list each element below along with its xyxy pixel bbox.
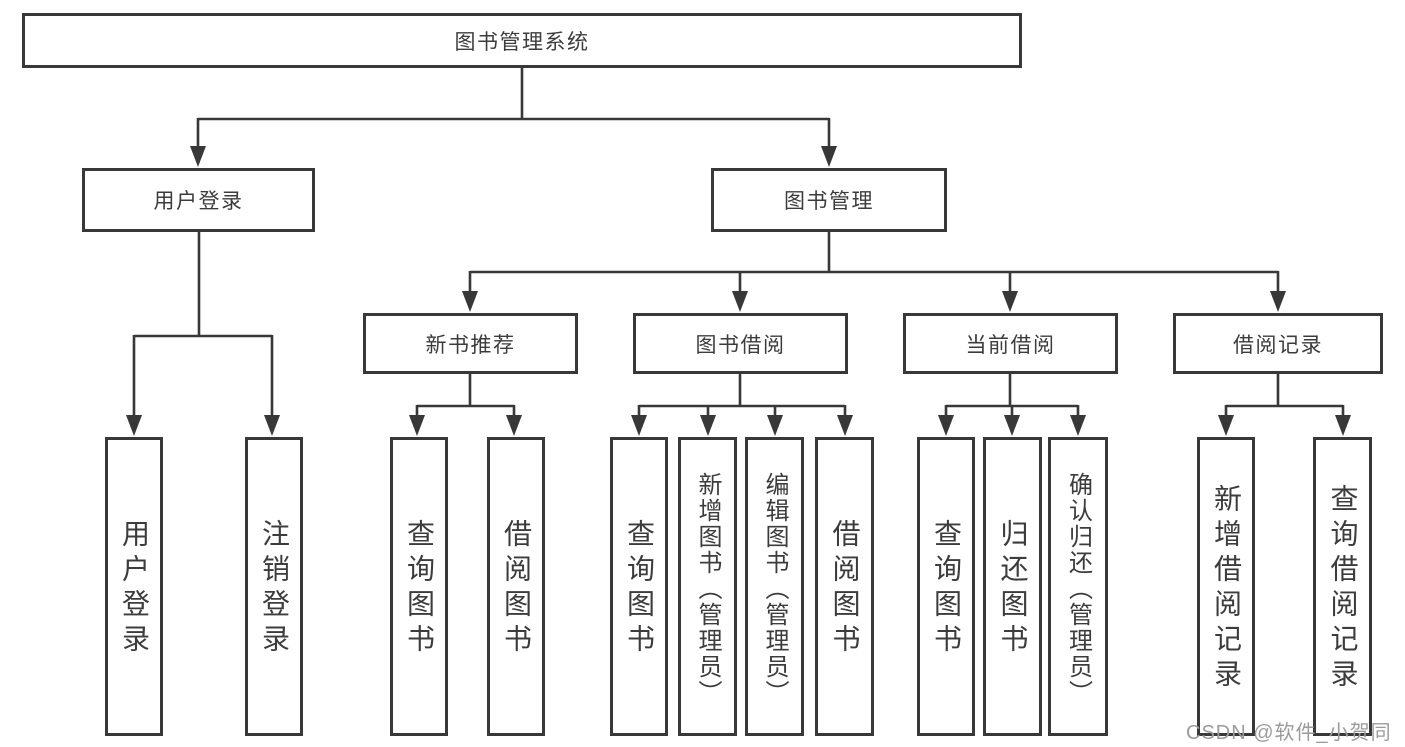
- node-user-login: 用户登录: [82, 168, 315, 232]
- node-library-system: 图书管理系统: [22, 13, 1022, 68]
- arrowhead-icons: [126, 146, 1351, 436]
- leaf-user-login: 用户登录: [105, 437, 163, 736]
- leaf-query-books-borrowing: 查询图书: [610, 437, 668, 736]
- leaf-query-borrow-record: 查询借阅记录: [1313, 437, 1372, 736]
- leaf-borrow-books-recommend: 借阅图书: [487, 437, 545, 736]
- node-book-management: 图书管理: [711, 168, 947, 232]
- csdn-watermark: CSDN @软件_小贺同学: [1186, 722, 1392, 744]
- leaf-borrow-books-borrowing: 借阅图书: [815, 437, 874, 736]
- leaf-edit-book-admin: 编辑图书（管理员）: [745, 437, 804, 736]
- leaf-logout: 注销登录: [245, 437, 303, 736]
- node-new-book-recommend: 新书推荐: [363, 313, 578, 374]
- leaf-confirm-return-admin: 确认归还（管理员）: [1048, 437, 1108, 736]
- node-current-borrowing: 当前借阅: [903, 313, 1118, 374]
- node-borrowing-records: 借阅记录: [1173, 313, 1383, 374]
- node-book-borrowing: 图书借阅: [633, 313, 848, 374]
- leaf-query-books-current: 查询图书: [917, 437, 975, 736]
- leaf-add-book-admin: 新增图书（管理员）: [678, 437, 737, 736]
- leaf-add-borrow-record: 新增借阅记录: [1197, 437, 1255, 736]
- leaf-query-books-recommend: 查询图书: [390, 437, 448, 736]
- leaf-return-books: 归还图书: [983, 437, 1042, 736]
